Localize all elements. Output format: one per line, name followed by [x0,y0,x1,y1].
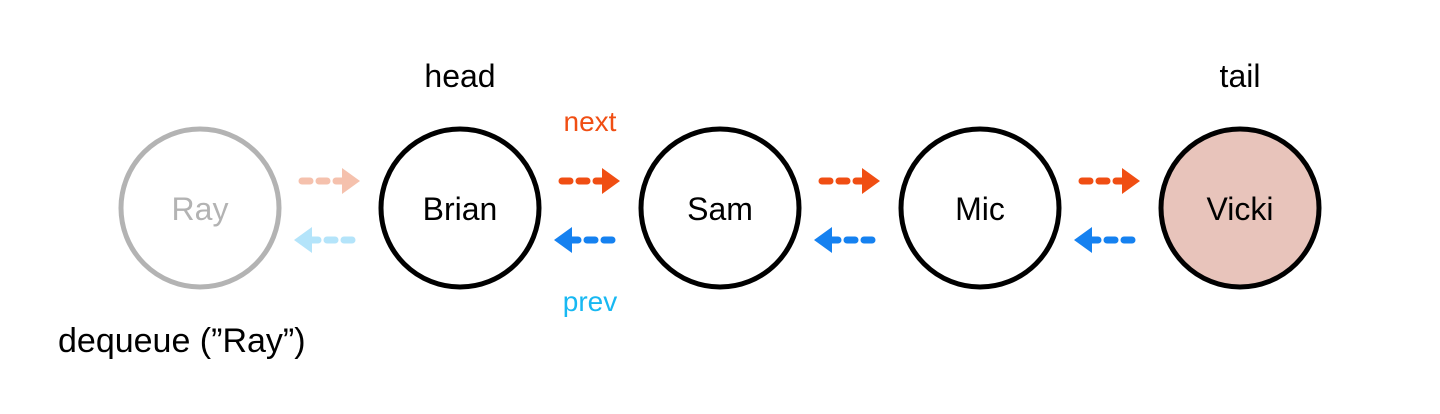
node-mic: Mic [898,126,1062,290]
arrowhead-icon [294,227,312,253]
arrowhead-icon [862,168,880,194]
node-mic-circle [898,126,1062,290]
next-arrow-sam-mic [818,168,880,194]
head-label: head [424,58,495,94]
arrowhead-icon [1074,227,1092,253]
node-ray-circle [118,126,282,290]
arrowhead-icon [554,227,572,253]
next-arrow-ray-brian [298,168,360,194]
prev-arrow-mic-sam [814,227,876,253]
next-arrow-brian-sam [558,168,620,194]
prev-arrow-brian-ray [294,227,356,253]
next-arrow-mic-vicki [1078,168,1140,194]
node-brian: Brian [378,126,542,290]
operation-label: dequeue (”Ray”) [58,322,306,360]
node-sam-label: Sam [687,191,753,227]
prev-arrow-sam-brian [554,227,616,253]
node-vicki-circle [1158,126,1322,290]
next-label: next [564,106,617,137]
node-sam: Sam [638,126,802,290]
tail-label: tail [1220,58,1261,94]
prev-label: prev [563,286,617,317]
node-vicki-label: Vicki [1207,191,1274,227]
arrowhead-icon [602,168,620,194]
prev-arrow-vicki-mic [1074,227,1136,253]
node-vicki: Vicki [1158,126,1322,290]
node-mic-label: Mic [955,191,1005,227]
arrowhead-icon [342,168,360,194]
node-brian-label: Brian [423,191,498,227]
node-ray: Ray [118,126,282,290]
node-sam-circle [638,126,802,290]
node-brian-circle [378,126,542,290]
node-ray-label: Ray [172,191,229,227]
arrowhead-icon [1122,168,1140,194]
arrowhead-icon [814,227,832,253]
